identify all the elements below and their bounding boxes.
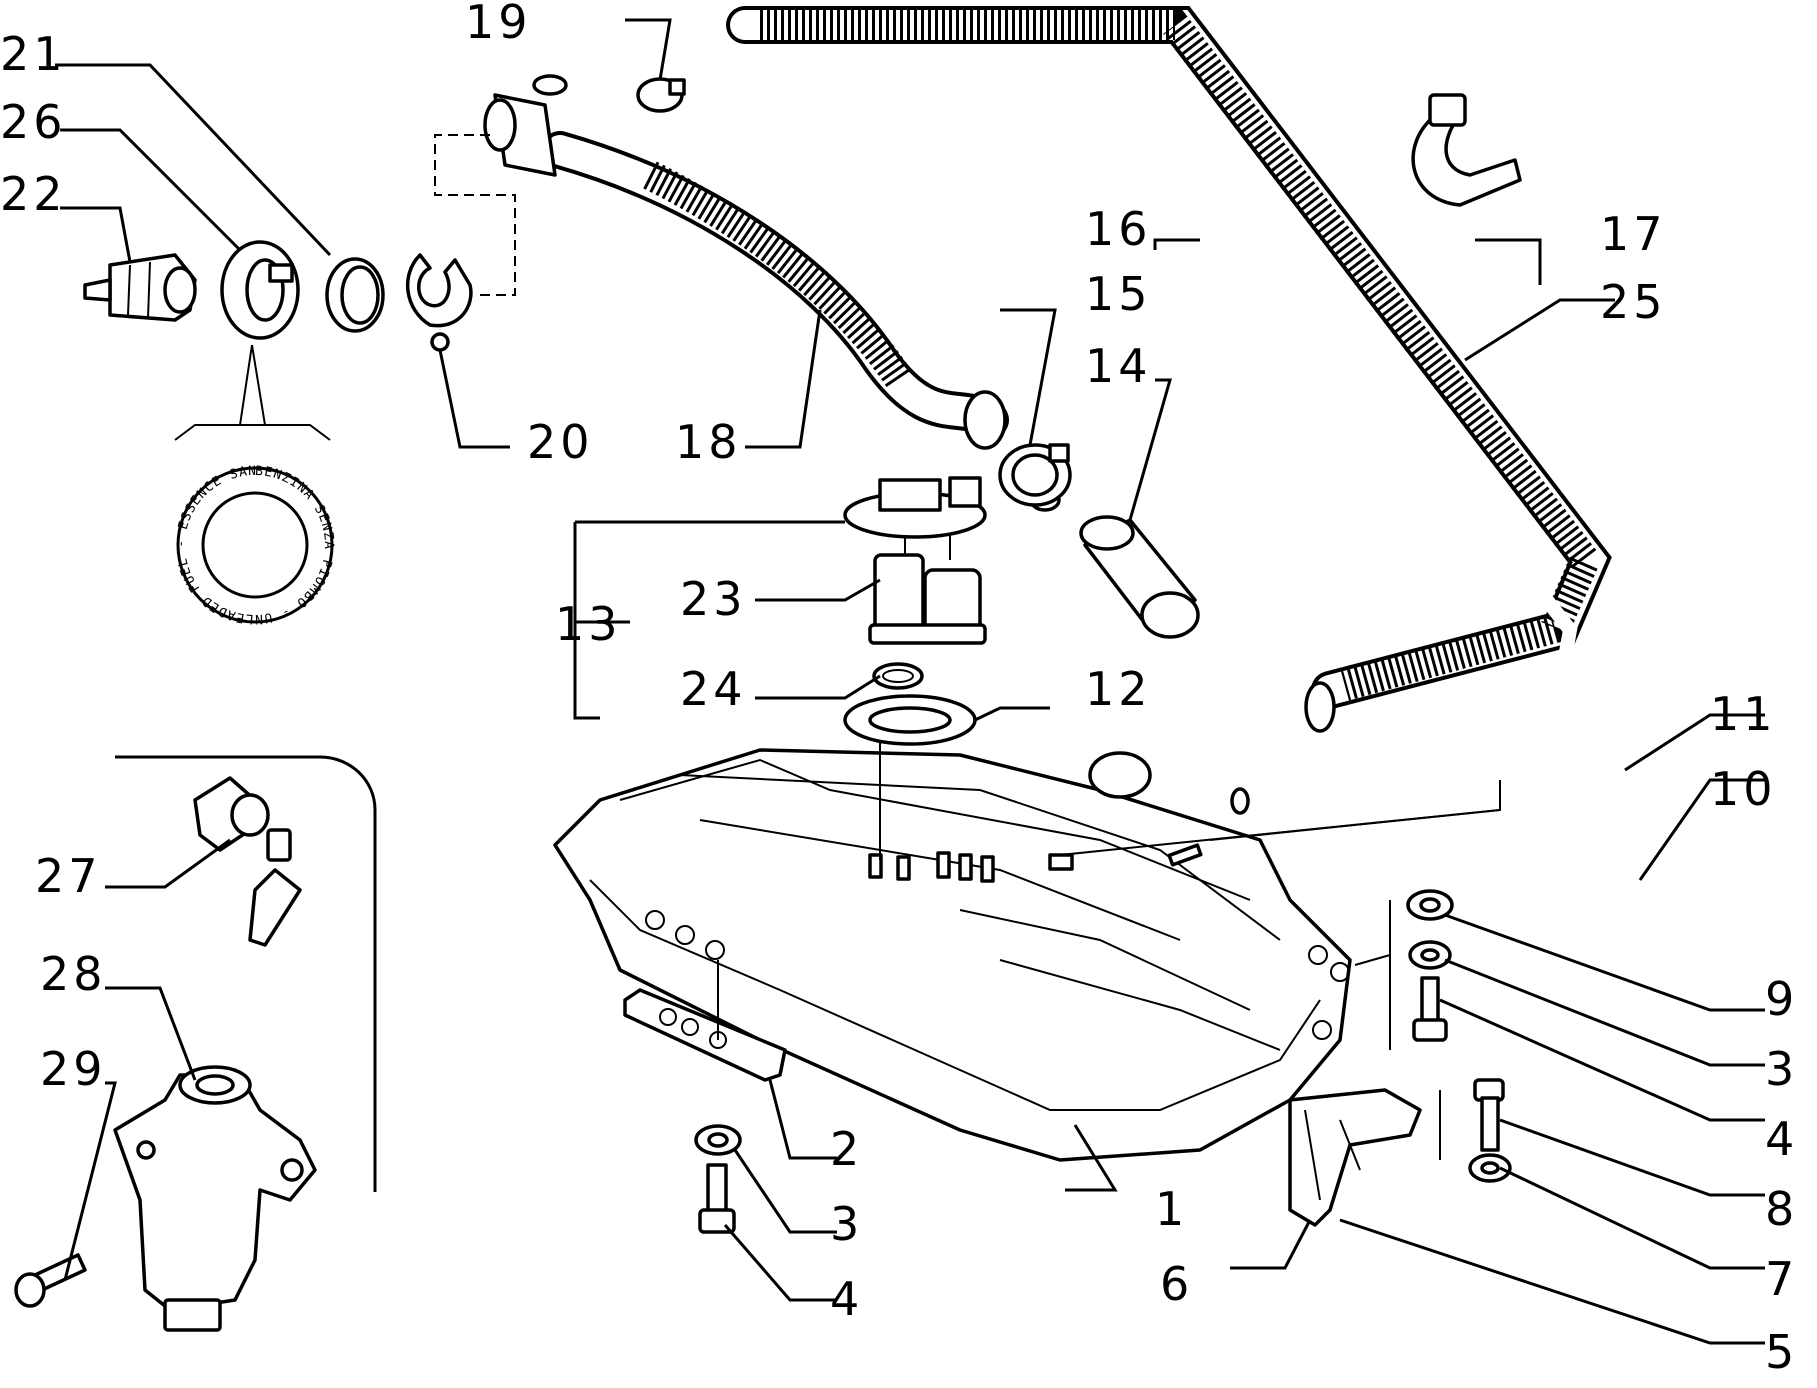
callout-9: 9 xyxy=(1765,972,1798,1026)
callout-16: 16 xyxy=(1085,202,1152,256)
callout-22: 22 xyxy=(0,167,67,221)
vent-pipe-smooth xyxy=(750,75,1578,815)
callout-24: 24 xyxy=(680,662,747,716)
screw-29 xyxy=(14,1253,87,1308)
callout-29: 29 xyxy=(40,1042,107,1096)
callout-1: 1 xyxy=(1155,1182,1188,1236)
washer-9 xyxy=(1406,889,1454,921)
callout-3-left: 3 xyxy=(830,1197,863,1251)
callout-26: 26 xyxy=(0,95,67,149)
ignition-switch-28 xyxy=(113,1065,317,1332)
bolt-4-left xyxy=(698,1163,736,1234)
callout-18: 18 xyxy=(675,415,742,469)
hose-clip-17 xyxy=(1411,93,1522,207)
o-ring-24 xyxy=(872,662,924,690)
hose-clip-19 xyxy=(636,77,686,113)
callout-4-right: 4 xyxy=(1765,1112,1798,1166)
callout-28: 28 xyxy=(40,947,107,1001)
gasket-12 xyxy=(843,694,977,746)
callout-19: 19 xyxy=(465,0,532,49)
callout-15: 15 xyxy=(1085,267,1152,321)
callout-25: 25 xyxy=(1600,275,1667,329)
bolt-8 xyxy=(1473,1078,1505,1152)
filler-cap-22 xyxy=(83,253,197,322)
washer-3-left xyxy=(694,1124,742,1156)
sleeve-14 xyxy=(1079,515,1200,639)
callout-5: 5 xyxy=(1765,1325,1798,1379)
callout-12: 12 xyxy=(1085,662,1152,716)
lock-cylinder-27 xyxy=(193,776,302,947)
callout-21: 21 xyxy=(0,27,67,81)
vent-hose-corrugated xyxy=(726,6,1612,733)
callout-23: 23 xyxy=(680,572,747,626)
callout-2: 2 xyxy=(830,1122,863,1176)
inset-frame xyxy=(115,755,377,1192)
callout-13: 13 xyxy=(555,597,622,651)
washer-3-right xyxy=(1408,940,1452,970)
callout-3-right: 3 xyxy=(1765,1042,1798,1096)
callout-10: 10 xyxy=(1710,762,1777,816)
bolt-4-right xyxy=(1412,976,1448,1042)
callout-20: 20 xyxy=(527,415,594,469)
grommet-21 xyxy=(325,257,385,333)
callout-6: 6 xyxy=(1160,1257,1193,1311)
callout-27: 27 xyxy=(35,849,102,903)
filler-neck-hose xyxy=(483,74,1009,450)
leader-lines xyxy=(55,18,1765,1345)
washer-7 xyxy=(1468,1153,1512,1183)
callout-8: 8 xyxy=(1765,1182,1798,1236)
callout-11: 11 xyxy=(1710,687,1777,741)
callout-17: 17 xyxy=(1600,207,1667,261)
callout-7: 7 xyxy=(1765,1252,1798,1306)
callout-14: 14 xyxy=(1085,339,1152,393)
clamp-20 xyxy=(405,253,473,352)
tank-strap-2 xyxy=(623,960,787,1082)
filler-cap-ring-26 xyxy=(220,240,300,340)
hose-clamp-15 xyxy=(998,443,1072,507)
fuel-tank xyxy=(553,735,1352,1162)
bracket-5-6 xyxy=(1288,1088,1422,1227)
callout-4-left: 4 xyxy=(830,1272,863,1326)
